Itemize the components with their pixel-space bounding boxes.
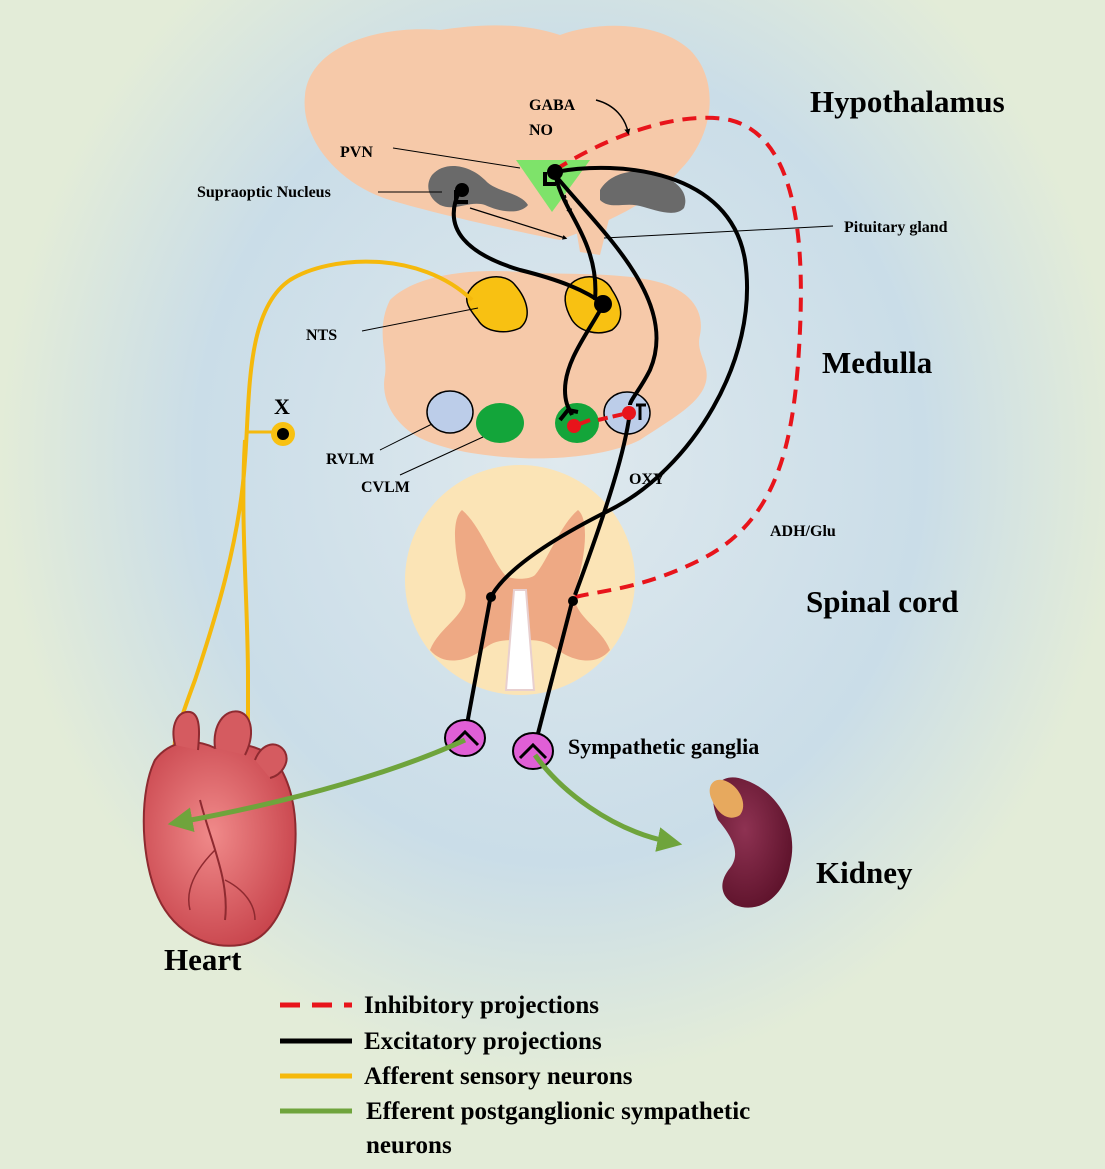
label-kidney: Kidney [816,855,913,890]
label-adh-glu: ADH/Glu [770,523,836,540]
legend-label-excitatory: Excitatory projections [364,1028,602,1055]
nodose-ganglion-core [277,428,289,440]
label-pvn: PVN [340,144,373,161]
label-x: X [274,394,290,419]
synapse-pvn [547,164,563,180]
label-gaba: GABA [529,97,576,114]
legend-label-afferent: Afferent sensory neurons [364,1063,633,1090]
legend-label-efferent: Efferent postganglionic sympathetic [366,1098,750,1125]
legend-label-inhibitory: Inhibitory projections [364,992,599,1019]
label-no: NO [529,122,553,139]
sympathetic-ganglion-left [445,720,485,756]
label-spinal-cord: Spinal cord [806,584,958,619]
label-pituitary: Pituitary gland [844,219,948,236]
label-sympathetic-ganglia: Sympathetic ganglia [568,734,759,759]
legend-label-efferent-line2: neurons [366,1132,452,1159]
label-supraoptic: Supraoptic Nucleus [197,184,331,201]
synapse-nts [594,295,612,313]
sympathetic-ganglion-right [513,733,553,769]
label-rvlm: RVLM [326,451,374,468]
synapse-spinal-right [568,596,578,606]
rvlm-nucleus-left [427,391,473,433]
label-oxy: OXY [629,471,665,488]
label-nts: NTS [306,327,337,344]
label-cvlm: CVLM [361,479,410,496]
label-medulla: Medulla [822,345,933,380]
cvlm-nucleus-left [476,403,524,443]
label-hypothalamus: Hypothalamus [810,84,1005,119]
synapse-spinal-left [486,592,496,602]
synapse-rvlm-red [622,406,636,420]
label-heart: Heart [164,942,242,977]
